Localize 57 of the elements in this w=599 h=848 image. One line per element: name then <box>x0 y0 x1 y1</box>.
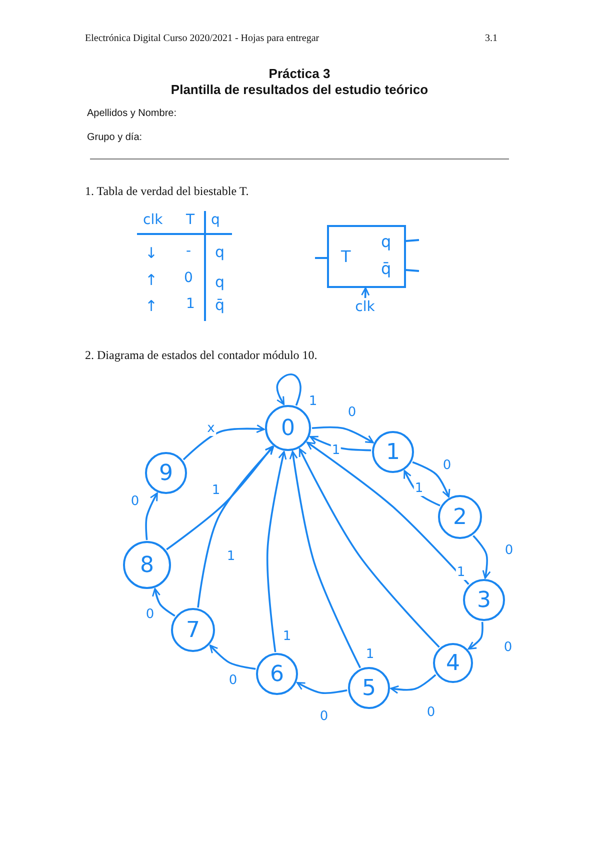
arrow <box>296 682 348 694</box>
arrow <box>306 442 470 585</box>
arrow <box>145 492 158 540</box>
clock-label: clk <box>350 298 380 316</box>
arrow <box>361 287 370 298</box>
table-cell: ↓ <box>145 244 158 262</box>
arrow <box>468 622 484 650</box>
form-label: Apellidos y Nombre: <box>87 108 176 119</box>
arrow <box>310 436 372 452</box>
arrow <box>390 674 436 694</box>
subtitle: Plantilla de resultados del estudio teórico <box>170 82 430 97</box>
state-circle: 4 <box>433 643 473 683</box>
section-heading: 1. Tabla de verdad del biestable T. <box>85 184 249 199</box>
arrow <box>412 461 450 498</box>
form-label: Grupo y día: <box>87 132 142 143</box>
page-header: Electrónica Digital Curso 2020/2021 - Hojas para entregar <box>85 33 320 44</box>
arrow <box>209 644 256 670</box>
arrow <box>289 450 361 668</box>
arrow <box>312 426 374 444</box>
state-circle: 1 <box>372 431 414 473</box>
title: Práctica 3 <box>268 66 332 81</box>
table-cell: 0 <box>184 270 193 286</box>
table-cell: ↑ <box>145 271 158 289</box>
arrow <box>404 470 440 506</box>
table-header: T <box>186 212 195 228</box>
arrow <box>166 446 274 550</box>
arrow <box>298 448 440 648</box>
arrow <box>182 424 265 460</box>
state-circle: 2 <box>438 495 482 539</box>
page-number: 3.1 <box>485 33 498 44</box>
arrow <box>276 374 302 406</box>
table-header: clk <box>143 212 163 228</box>
arrow <box>152 588 176 617</box>
state-circle: 3 <box>463 579 505 621</box>
table-header: q <box>211 212 220 228</box>
state-circle: 5 <box>348 667 390 709</box>
arrow <box>472 535 491 579</box>
arrow <box>197 446 274 608</box>
input-label: T <box>341 247 351 266</box>
table-cell: q <box>215 243 225 261</box>
state-circle: 8 <box>123 541 171 589</box>
output-label: q̄ <box>381 259 392 278</box>
section-heading: 2. Diagrama de estados del contador módulo 10. <box>85 348 318 363</box>
table-cell: - <box>186 243 192 259</box>
edge-label: 1 <box>456 566 466 580</box>
table-cell: ↑ <box>145 297 158 315</box>
output-label: q <box>381 232 392 251</box>
state-circle: 6 <box>256 653 298 695</box>
state-circle: 7 <box>171 608 215 652</box>
table-cell: q <box>215 273 225 291</box>
flip-flop-box <box>327 225 406 288</box>
edge-label: 1 <box>414 482 424 496</box>
table-cell: 1 <box>186 296 195 312</box>
table-cell: q̄ <box>215 296 225 314</box>
state-circle: 9 <box>145 452 187 494</box>
arrow <box>266 450 287 652</box>
edge-label: x <box>206 422 216 436</box>
